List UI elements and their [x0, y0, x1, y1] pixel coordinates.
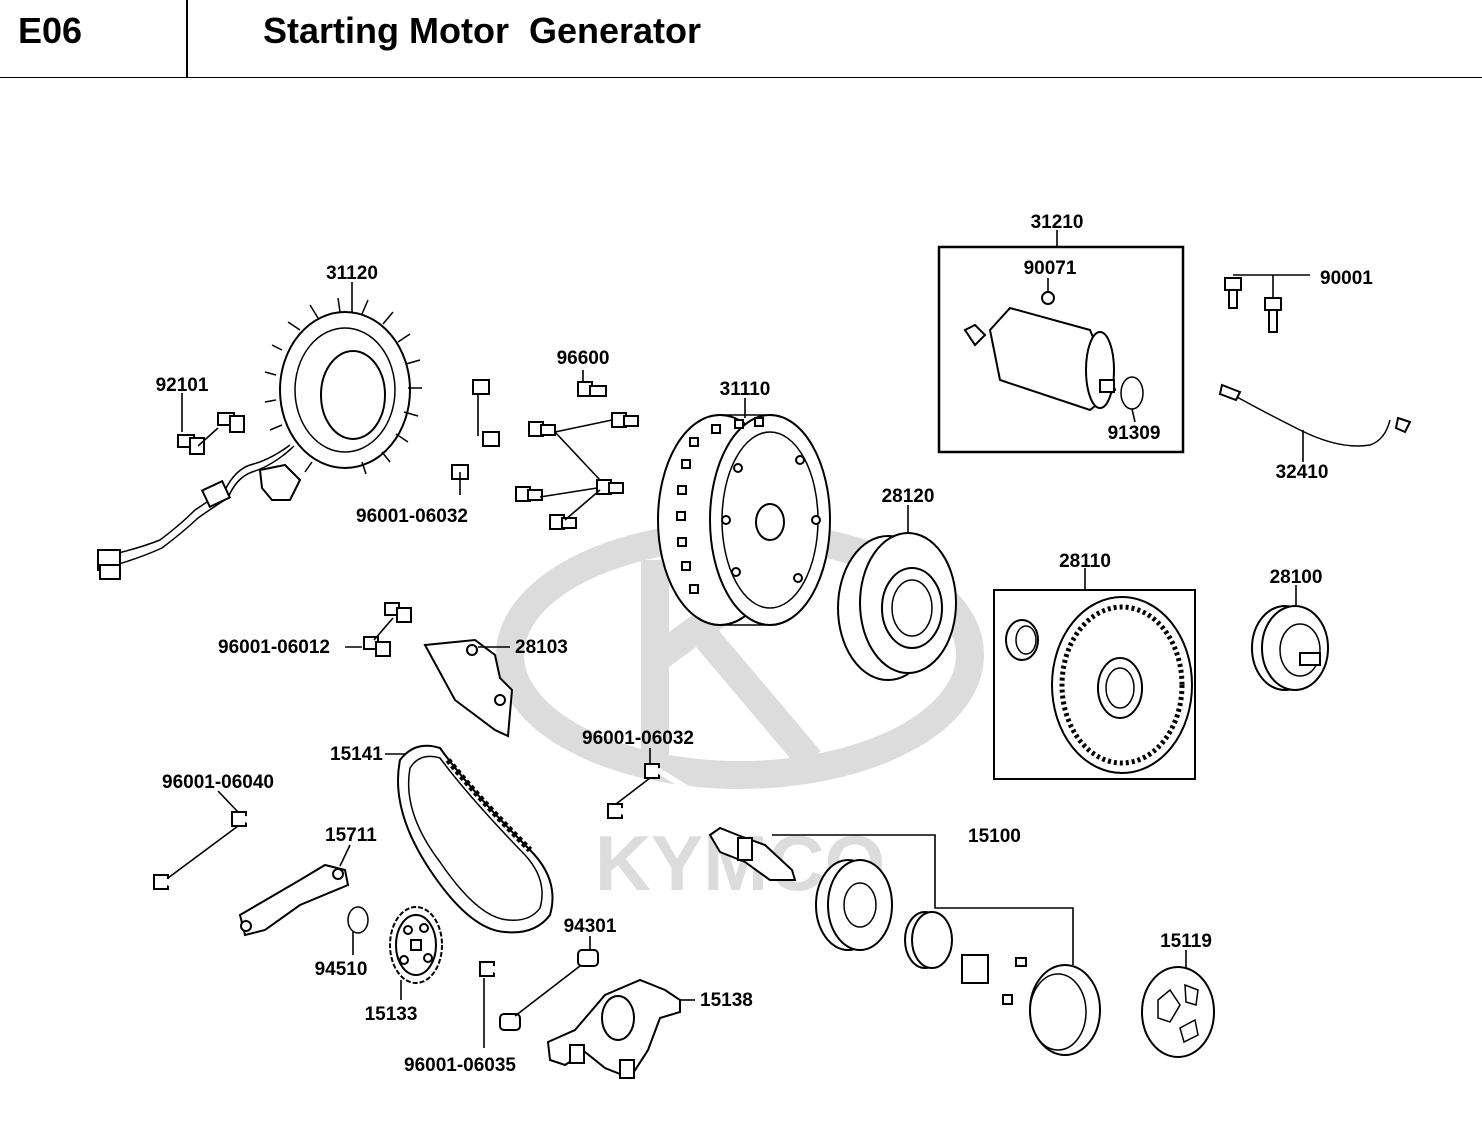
part-label-31110: 31110 — [720, 379, 771, 400]
part-label-90071: 90071 — [1024, 258, 1077, 279]
part-label-96001-06035: 96001-06035 — [404, 1055, 516, 1076]
starter-cable — [1218, 383, 1412, 447]
part-label-28110: 28110 — [1059, 551, 1111, 572]
bolts-96001-06032-mid — [607, 748, 693, 833]
bolts-96600 — [515, 370, 639, 530]
starter-clutch — [837, 532, 957, 681]
part-label-94301: 94301 — [564, 916, 617, 937]
part-label-94510: 94510 — [315, 959, 368, 980]
crank-starter-assembly — [708, 826, 1101, 1056]
flywheel-rotor — [657, 414, 831, 626]
part-label-15138: 15138 — [700, 990, 753, 1011]
part-label-31210: 31210 — [1031, 212, 1084, 233]
starter-motor — [963, 291, 1144, 412]
part-label-15133: 15133 — [365, 1004, 418, 1025]
part-label-96001-06012: 96001-06012 — [218, 637, 330, 658]
header-divider — [186, 0, 188, 77]
part-label-15100: 15100 — [968, 826, 1021, 847]
cam-chain — [397, 744, 554, 934]
part-label-96600: 96600 — [557, 348, 610, 369]
bolts-90001 — [1224, 274, 1310, 333]
dowel-pins — [499, 936, 599, 1031]
header-bar: E06 Starting Motor Generator — [0, 0, 1482, 78]
stator-coil — [97, 297, 422, 580]
part-label-32410: 32410 — [1276, 462, 1329, 483]
bolt-92101 — [177, 412, 245, 455]
circlip — [347, 906, 369, 934]
part-label-90001: 90001 — [1320, 268, 1373, 289]
part-label-28120: 28120 — [882, 486, 935, 507]
part-label-28100: 28100 — [1270, 567, 1323, 588]
part-label-15711: 15711 — [325, 825, 377, 846]
chain-tensioner-cover — [238, 863, 350, 937]
chain-guide — [423, 638, 514, 738]
leader-15711 — [339, 844, 351, 867]
starter-gear-box — [993, 589, 1196, 780]
page-title: Starting Motor Generator — [263, 10, 702, 51]
part-label-31120: 31120 — [326, 263, 378, 284]
crank-plate — [1141, 966, 1215, 1058]
part-label-15141: 15141 — [330, 744, 383, 765]
bolts-96001-06032-top — [425, 372, 500, 495]
bolts-96001-06012 — [345, 602, 412, 657]
starter-idle-gear — [1251, 605, 1329, 691]
chain-tensioner-arm — [546, 978, 681, 1080]
part-label-96001-06040: 96001-06040 — [162, 772, 274, 793]
part-label-15119: 15119 — [1160, 931, 1212, 952]
bolts-96001-06040 — [153, 790, 291, 910]
part-label-28103: 28103 — [515, 637, 568, 658]
starter-driven-gear — [1005, 596, 1193, 774]
section-code: E06 — [18, 10, 83, 51]
bolt-96001-06035 — [479, 961, 533, 1048]
part-label-92101: 92101 — [156, 375, 209, 396]
cam-sprocket — [389, 906, 443, 984]
part-label-91309: 91309 — [1108, 423, 1161, 444]
part-label-96001-06032-mid: 96001-06032 — [582, 728, 694, 749]
starter-motor-box — [937, 245, 1185, 454]
part-label-96001-06032-top: 96001-06032 — [356, 506, 468, 527]
leader-91309 — [1131, 408, 1136, 423]
